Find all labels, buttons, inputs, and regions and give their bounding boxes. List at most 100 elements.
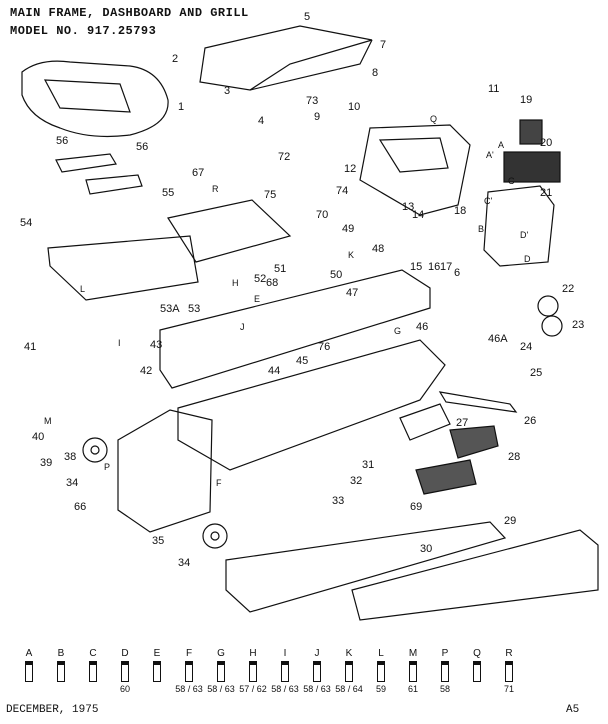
callout: 13 bbox=[402, 201, 414, 213]
callout: 66 bbox=[74, 501, 86, 513]
callout: 14 bbox=[412, 209, 424, 221]
hardware-item: I 58 / 63 bbox=[270, 648, 300, 694]
callout: 20 bbox=[540, 137, 552, 149]
hardware-letter: L bbox=[378, 648, 384, 659]
callout: 42 bbox=[140, 365, 152, 377]
callout: 3 bbox=[224, 85, 230, 97]
callout: 55 bbox=[162, 187, 174, 199]
callout: 6 bbox=[454, 267, 460, 279]
reference-letter: A bbox=[498, 140, 504, 150]
callout: 72 bbox=[278, 151, 290, 163]
footer-code: A5 bbox=[566, 704, 580, 716]
callout: 53A bbox=[160, 303, 180, 315]
frame-bottom-part bbox=[117, 409, 213, 533]
hardware-qty: 58 / 63 bbox=[175, 684, 203, 694]
hardware-item: Q bbox=[462, 648, 492, 684]
callout: 39 bbox=[40, 457, 52, 469]
reference-letter: J bbox=[240, 322, 245, 332]
reference-letter: A' bbox=[486, 150, 494, 160]
support-part bbox=[47, 235, 199, 301]
callout: 28 bbox=[508, 451, 520, 463]
footer-date: DECEMBER, 1975 bbox=[6, 704, 99, 716]
hardware-letter: R bbox=[505, 648, 513, 659]
callout: 30 bbox=[420, 543, 432, 555]
callout: 52 bbox=[254, 273, 266, 285]
reference-letter: G bbox=[394, 326, 401, 336]
callout: 12 bbox=[344, 163, 356, 175]
callout: 11 bbox=[488, 83, 499, 95]
callout: 17 bbox=[440, 261, 452, 273]
hardware-item: R 71 bbox=[494, 648, 524, 694]
callout: 56 bbox=[136, 141, 148, 153]
screw-icon bbox=[441, 661, 449, 682]
diagram-title: MAIN FRAME, DASHBOARD AND GRILL bbox=[10, 6, 249, 20]
hardware-qty: 71 bbox=[503, 684, 514, 694]
hood-part bbox=[199, 25, 373, 91]
reference-letter: D' bbox=[520, 230, 528, 240]
hardware-letter: D bbox=[121, 648, 129, 659]
callout: 1 bbox=[178, 101, 184, 113]
callout: 26 bbox=[524, 415, 536, 427]
callout: 21 bbox=[540, 187, 552, 199]
callout: 48 bbox=[372, 243, 384, 255]
callout: 34 bbox=[66, 477, 78, 489]
hardware-letter: Q bbox=[473, 648, 481, 659]
hardware-item: B bbox=[46, 648, 76, 684]
callout: 8 bbox=[372, 67, 378, 79]
footrest-part bbox=[167, 199, 292, 263]
callout: 56 bbox=[56, 135, 68, 147]
grill-housing-part bbox=[483, 185, 555, 267]
callout: 46A bbox=[488, 333, 508, 345]
callout: 44 bbox=[268, 365, 280, 377]
hardware-qty: 61 bbox=[407, 684, 418, 694]
callout: 45 bbox=[296, 355, 308, 367]
callout: 50 bbox=[330, 269, 342, 281]
side-panel-part bbox=[225, 521, 507, 613]
callout: 29 bbox=[504, 515, 516, 527]
callout: 32 bbox=[350, 475, 362, 487]
callout: 18 bbox=[454, 205, 466, 217]
callout: 54 bbox=[20, 217, 32, 229]
hardware-item: A bbox=[14, 648, 44, 684]
seat-part bbox=[21, 60, 169, 138]
callout: 51 bbox=[274, 263, 286, 275]
callout: 43 bbox=[150, 339, 162, 351]
hardware-letter: E bbox=[153, 648, 161, 659]
hardware-letter: J bbox=[314, 648, 320, 659]
callout: 70 bbox=[316, 209, 328, 221]
hardware-qty: 58 / 63 bbox=[271, 684, 299, 694]
reference-letter: I bbox=[118, 338, 121, 348]
hardware-qty: 58 bbox=[439, 684, 450, 694]
screw-icon bbox=[89, 661, 97, 682]
callout: 22 bbox=[562, 283, 574, 295]
callout: 16 bbox=[428, 261, 440, 273]
callout: 2 bbox=[172, 53, 178, 65]
screw-icon bbox=[185, 661, 193, 682]
callout: 9 bbox=[314, 111, 320, 123]
callout: 19 bbox=[520, 94, 532, 106]
callout: 74 bbox=[336, 185, 348, 197]
callout: 68 bbox=[266, 277, 278, 289]
callout: 4 bbox=[258, 115, 264, 127]
hardware-item: E bbox=[142, 648, 172, 684]
screw-icon bbox=[281, 661, 289, 682]
callout: 67 bbox=[192, 167, 204, 179]
callout: 34 bbox=[178, 557, 190, 569]
reference-letter: B bbox=[478, 224, 484, 234]
screw-icon bbox=[249, 661, 257, 682]
screw-icon bbox=[473, 661, 481, 682]
callout: 23 bbox=[572, 319, 584, 331]
callout: 25 bbox=[530, 367, 542, 379]
callout: 10 bbox=[348, 101, 360, 113]
reference-letter: M bbox=[44, 416, 52, 426]
screw-icon bbox=[313, 661, 321, 682]
hardware-letter: I bbox=[283, 648, 287, 659]
callout: 49 bbox=[342, 223, 354, 235]
callout: 15 bbox=[410, 261, 422, 273]
hardware-letter: K bbox=[345, 648, 353, 659]
